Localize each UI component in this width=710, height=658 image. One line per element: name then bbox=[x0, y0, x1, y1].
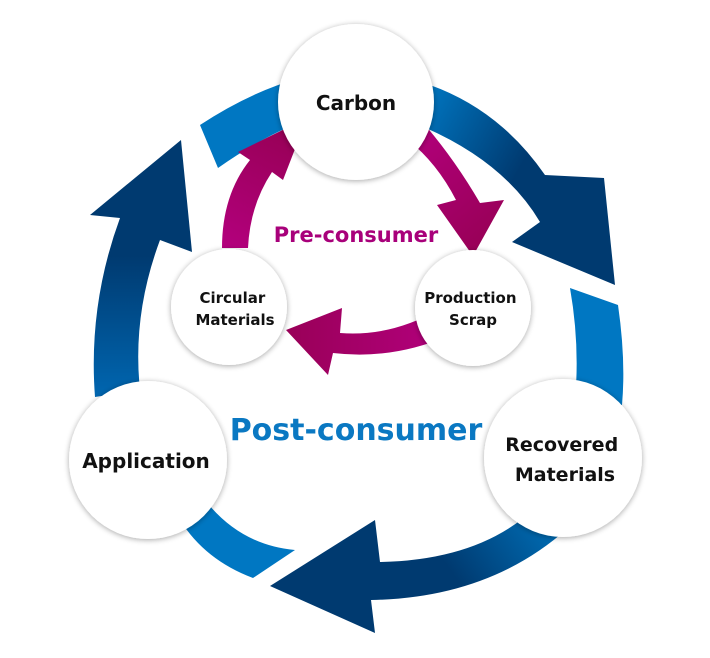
node-carbon-label: Carbon bbox=[316, 91, 396, 115]
node-production-scrap-label: Production Scrap bbox=[424, 289, 522, 329]
inner-arrow-production-to-circular bbox=[286, 308, 448, 375]
node-circular-materials-label: Circular Materials bbox=[195, 289, 274, 329]
outer-arrow-recovered-to-application bbox=[270, 508, 568, 633]
node-recovered-materials: Recovered Materials bbox=[484, 379, 642, 537]
outer-arrow-tail-right bbox=[570, 288, 624, 405]
node-application-label: Application bbox=[82, 449, 210, 473]
node-carbon: Carbon bbox=[278, 24, 434, 180]
outer-arrow-tail-bottom-left bbox=[180, 500, 295, 578]
node-circular-materials: Circular Materials bbox=[171, 249, 287, 365]
node-recovered-materials-label: Recovered Materials bbox=[505, 434, 625, 486]
outer-arrow-application-to-carbon bbox=[90, 140, 192, 397]
node-application: Application bbox=[69, 381, 227, 539]
pre-consumer-label: Pre-consumer bbox=[274, 223, 439, 247]
inner-arrow-carbon-to-production bbox=[408, 125, 504, 256]
node-production-scrap: Production Scrap bbox=[415, 250, 531, 366]
post-consumer-label: Post-consumer bbox=[230, 413, 483, 448]
inner-arrow-circular-to-carbon bbox=[222, 118, 307, 248]
outer-arrow-carbon-to-recovered bbox=[426, 85, 615, 285]
